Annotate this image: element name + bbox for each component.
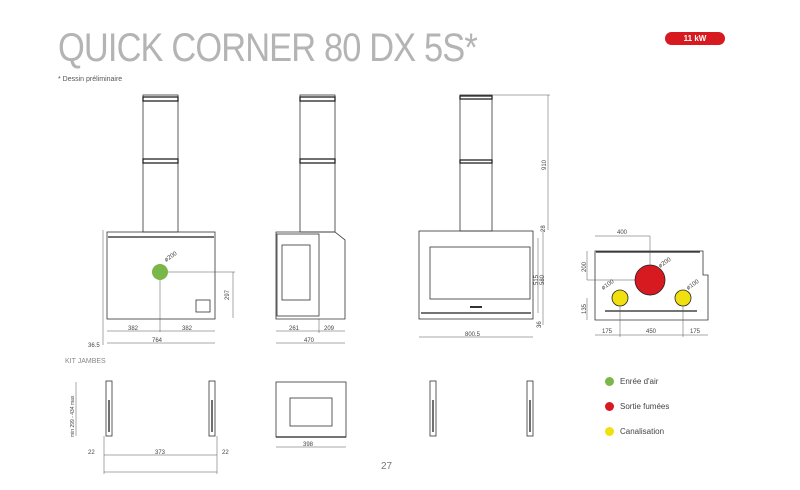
dimension-label: 400 [617, 230, 628, 236]
red-dot-icon [605, 402, 614, 411]
dimension-label: 36.5 [88, 343, 100, 349]
legend-label: Sortie fumées [620, 402, 670, 411]
page-number: 27 [381, 461, 393, 472]
dimension-label: 764 [152, 338, 163, 344]
dimension-label: 200 [582, 261, 588, 272]
yellow-dot-icon [605, 427, 614, 436]
dimension-label: 175 [602, 329, 613, 335]
side-view: 261 209 470 [275, 94, 346, 344]
dimension-label: ø100 [601, 278, 616, 291]
legend-label: Canalisation [620, 427, 665, 436]
legend-air-inlet: Enrée d'air [605, 377, 658, 386]
top-view: 400 200 ø200 ø100 ø100 135 175 450 175 [582, 230, 709, 337]
power-badge: 11 kW [665, 32, 725, 45]
dimension-label: 515 [534, 274, 540, 285]
rear-view: ø200 297 382 382 764 36.5 [88, 94, 235, 349]
dimension-label: ø200 [658, 256, 673, 269]
legend-ducting: Canalisation [605, 427, 664, 436]
green-dot-icon [605, 377, 614, 386]
leg-kit: min 299 - 434 max 22 373 22 398 [70, 380, 534, 474]
dimension-label: 382 [128, 326, 139, 332]
dimension-label: 450 [646, 329, 657, 335]
kit-label: KIT JAMBES [65, 358, 106, 365]
dimension-label: 36 [537, 321, 543, 328]
front-view: 910 28 515 580 36 800.5 [418, 94, 550, 338]
dimension-label: 398 [303, 442, 314, 448]
air-inlet-circle [152, 264, 168, 280]
dimension-label: 580 [540, 274, 546, 285]
page-title: QUICK CORNER 80 DX 5S* [58, 26, 478, 70]
dimension-label: 910 [542, 159, 548, 170]
dimension-label: 209 [324, 326, 335, 332]
dimension-label: 382 [182, 326, 193, 332]
dimension-label: 800.5 [465, 332, 481, 338]
dimension-label: 28 [541, 225, 547, 232]
dimension-label: 297 [225, 289, 231, 300]
flue-outlet-circle [634, 264, 666, 296]
duct-left-circle [611, 289, 629, 307]
dimension-label: 135 [582, 303, 588, 314]
dimension-label: 373 [155, 450, 166, 456]
legend-flue-outlet: Sortie fumées [605, 402, 669, 411]
dimension-label: 175 [690, 329, 701, 335]
preliminary-note: * Dessin préliminaire [58, 76, 123, 83]
dimension-label: 22 [222, 450, 229, 456]
legend-label: Enrée d'air [620, 377, 659, 386]
dimension-label: 261 [289, 326, 300, 332]
dimension-label: 470 [304, 338, 315, 344]
dimension-label: ø200 [164, 250, 179, 263]
dimension-label: 22 [88, 450, 95, 456]
dimension-label: ø100 [686, 278, 701, 291]
duct-right-circle [674, 289, 692, 307]
dimension-label: min 299 - 434 max [70, 395, 76, 437]
